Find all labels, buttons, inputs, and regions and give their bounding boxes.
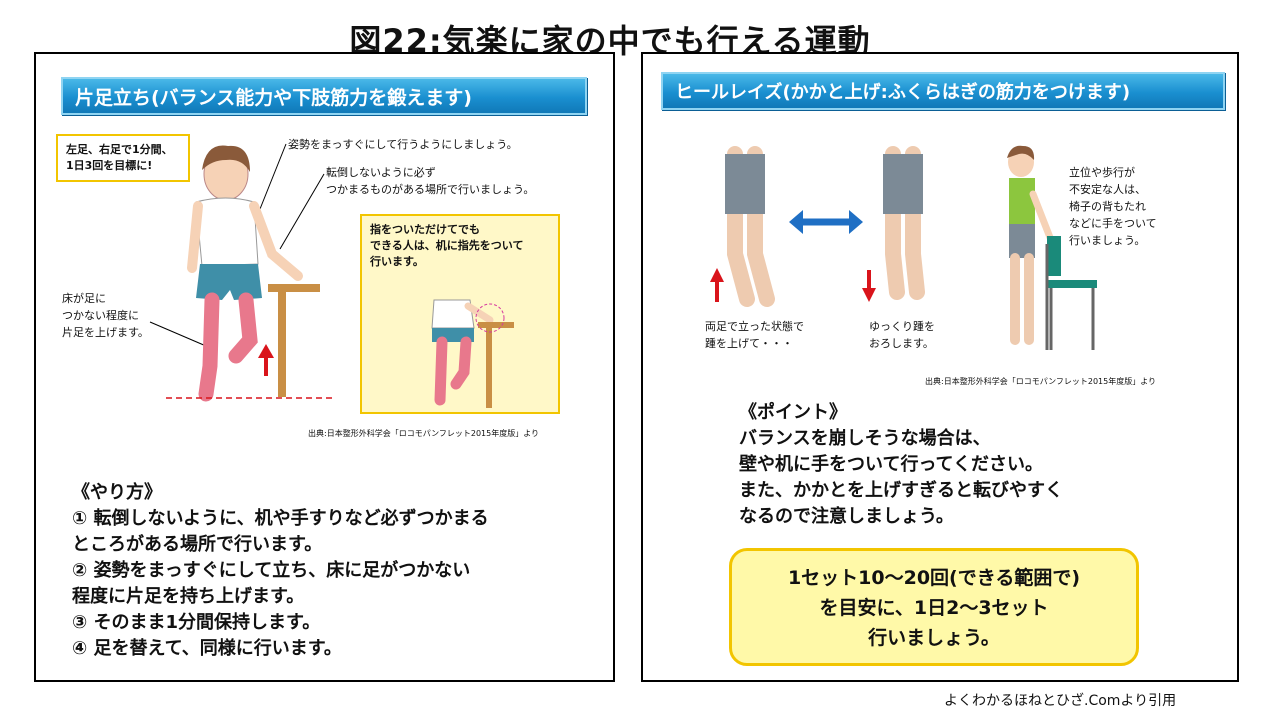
chair-caption-line: 椅子の背もたれ [1069, 200, 1146, 213]
heel-raise-illustration [710, 145, 1097, 350]
lift-leg-callout-line: 片足を上げます。 [62, 326, 149, 339]
credit-note: よくわかるほねとひざ.Comより引用 [944, 693, 1177, 709]
support-callout: 転倒しないように必ず つかまるものがある場所で行いましょう。 [326, 164, 534, 198]
chair-support-caption: 立位や歩行が 不安定な人は、 椅子の背もたれ などに手をついて 行いましょう。 [1069, 164, 1157, 249]
method-line: ③ そのまま1分間保持します。 [72, 612, 321, 633]
single-leg-stand-panel: 片足立ち(バランス能力や下肢筋力を鍛えます) 左足、右足で1分間、 1日3回を目… [34, 52, 615, 682]
lower-caption-line: おろします。 [869, 337, 934, 350]
support-callout-line: 転倒しないように必ず [326, 166, 436, 179]
goal-line: 左足、右足で1分間、 [66, 143, 173, 156]
left-source-note: 出典:日本整形外科学会「ロコモパンフレット2015年度版」より [308, 429, 540, 438]
right-source-note: 出典:日本整形外科学会「ロコモパンフレット2015年度版」より [925, 377, 1157, 386]
fingertip-illustration [431, 299, 514, 408]
reps-highlight-box: 1セット10〜20回(できる範囲で) を目安に、1日2〜3セット 行いましょう。 [729, 548, 1139, 666]
tip-line: 行います。 [370, 255, 424, 268]
lower-caption-line: ゆっくり踵を [869, 320, 935, 333]
goal-line: 1日3回を目標に! [66, 159, 153, 172]
method-section: 《やり方》 ① 転倒しないように、机や手すりなど必ずつかまる ところがある場所で… [72, 480, 592, 662]
method-line: ① 転倒しないように、机や手すりなど必ずつかまる [72, 508, 489, 529]
support-callout-line: つかまるものがある場所で行いましょう。 [326, 183, 535, 196]
points-heading: 《ポイント》 [739, 402, 847, 423]
goal-note: 左足、右足で1分間、 1日3回を目標に! [56, 134, 190, 182]
method-line: ところがある場所で行います。 [72, 534, 323, 555]
lower-heels-caption: ゆっくり踵を おろします。 [869, 318, 935, 352]
fingertip-tip-box: 指をついただけてでも できる人は、机に指先をついて 行います。 [360, 214, 560, 414]
tip-line: できる人は、机に指先をついて [370, 239, 524, 252]
points-line: なるので注意しましょう。 [739, 506, 954, 527]
raise-heels-caption: 両足で立った状態で 踵を上げて・・・ [705, 318, 804, 352]
single-leg-stand-illustration [149, 143, 332, 402]
points-line: 壁や机に手をついて行ってください。 [739, 454, 1044, 475]
raise-caption-line: 踵を上げて・・・ [705, 337, 793, 350]
points-line: バランスを崩しそうな場合は、 [739, 428, 991, 449]
tip-line: 指をついただけてでも [370, 223, 480, 236]
points-line: また、かかとを上げすぎると転びやすく [739, 480, 1063, 501]
method-heading: 《やり方》 [72, 482, 162, 503]
method-line: ② 姿勢をまっすぐにして立ち、床に足がつかない [72, 560, 471, 581]
chair-caption-line: などに手をついて [1069, 217, 1157, 230]
method-line: 程度に片足を持ち上げます。 [72, 586, 305, 607]
lift-leg-callout-line: つかない程度に [62, 309, 139, 322]
lift-leg-callout: 床が足に つかない程度に 片足を上げます。 [62, 290, 149, 341]
heel-raise-banner: ヒールレイズ(かかと上げ:ふくらはぎの筋力をつけます) [661, 72, 1225, 110]
heel-raise-panel: ヒールレイズ(かかと上げ:ふくらはぎの筋力をつけます) [641, 52, 1239, 682]
reps-line: を目安に、1日2〜3セット [819, 597, 1049, 619]
chair-caption-line: 不安定な人は、 [1069, 183, 1146, 196]
raise-caption-line: 両足で立った状態で [705, 320, 804, 333]
chair-caption-line: 行いましょう。 [1069, 234, 1146, 247]
single-leg-stand-banner: 片足立ち(バランス能力や下肢筋力を鍛えます) [61, 77, 587, 115]
points-section: 《ポイント》 バランスを崩しそうな場合は、 壁や机に手をついて行ってください。 … [739, 400, 1159, 530]
reps-line: 1セット10〜20回(できる範囲で) [787, 567, 1081, 589]
posture-callout: 姿勢をまっすぐにして行うようにしましょう。 [288, 138, 518, 151]
reps-line: 行いましょう。 [868, 627, 1000, 649]
chair-caption-line: 立位や歩行が [1069, 166, 1135, 179]
method-line: ④ 足を替えて、同様に行います。 [72, 638, 342, 659]
lift-leg-callout-line: 床が足に [62, 292, 106, 305]
